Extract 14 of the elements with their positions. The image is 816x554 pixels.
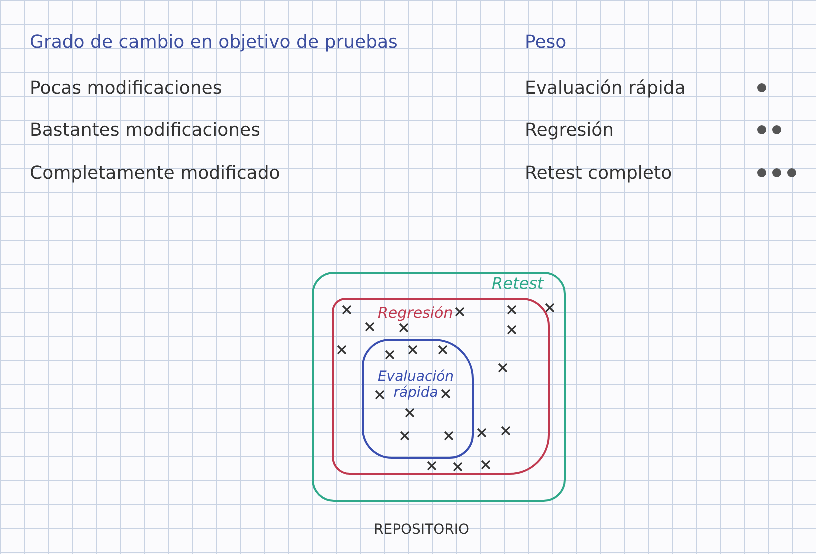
region-label: Regresión — [378, 304, 454, 322]
set-region — [362, 339, 474, 459]
diagram-caption: REPOSITORIO — [374, 522, 470, 538]
table-cell: Evaluación rápida — [525, 78, 686, 99]
table-cell: Pocas modificaciones — [30, 78, 222, 99]
column-header: Peso — [525, 32, 567, 53]
table-cell: Regresión — [525, 120, 614, 141]
table-cell: Retest completo — [525, 163, 672, 184]
table-cell: Completamente modificado — [30, 163, 280, 184]
set-region — [312, 272, 566, 502]
column-header: Grado de cambio en objetivo de pruebas — [30, 32, 398, 53]
table-cell: Bastantes modificaciones — [30, 120, 260, 141]
region-label: Evaluación rápida — [376, 369, 456, 401]
region-label: Retest — [492, 274, 544, 293]
